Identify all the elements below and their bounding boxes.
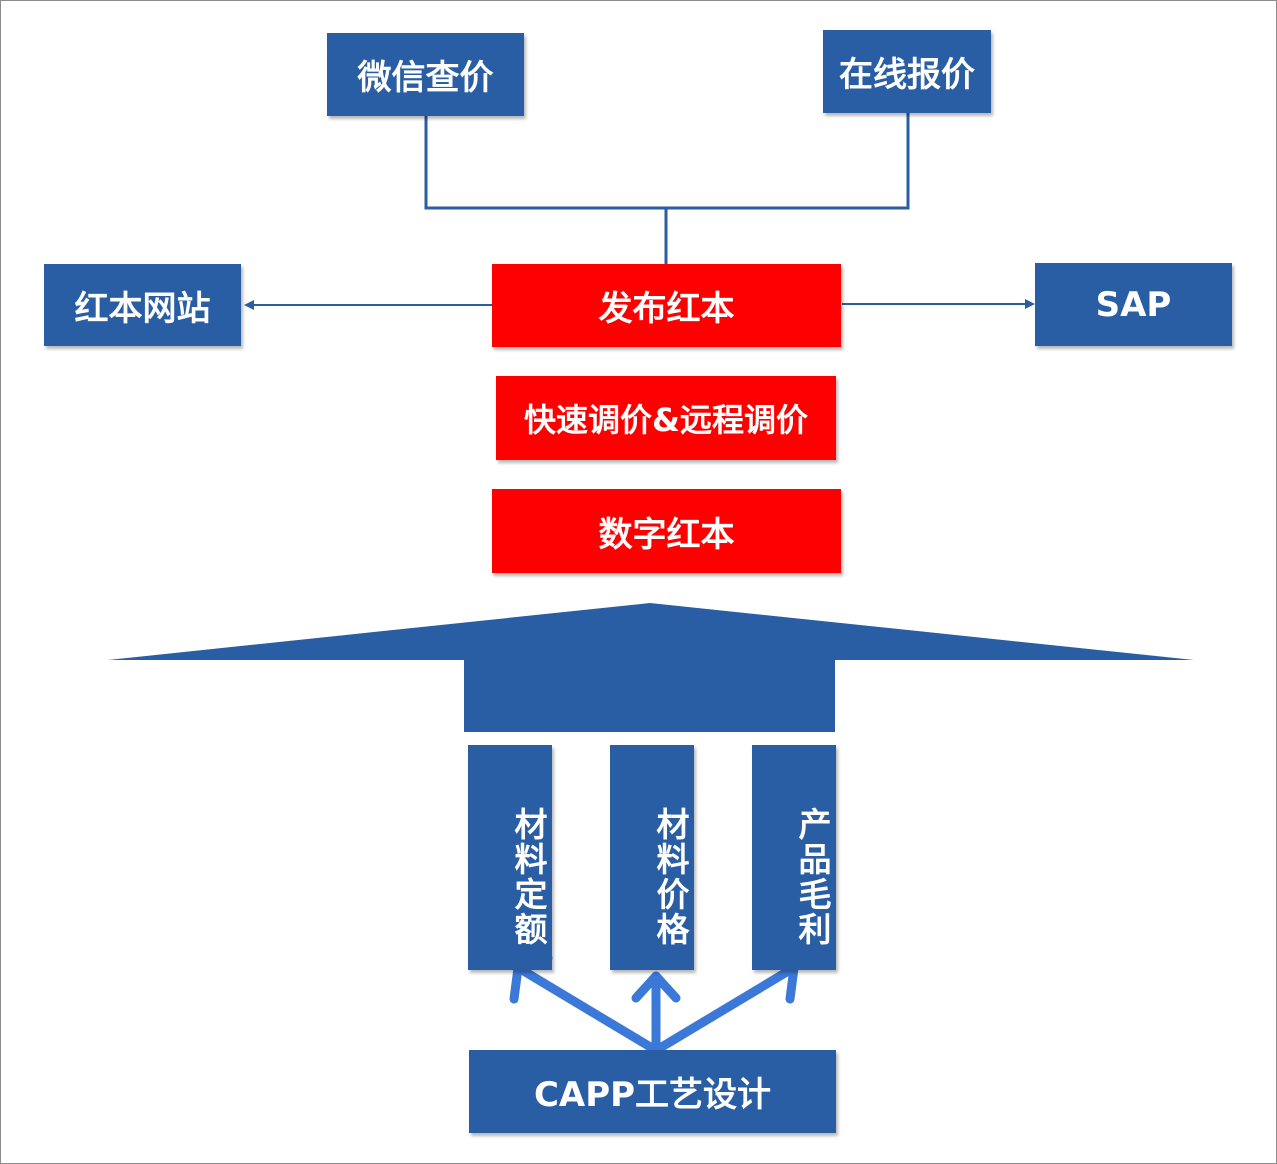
adjust-box: 快速调价&远程调价 (496, 376, 836, 460)
pillar-material-price: 材料价格 (610, 745, 694, 970)
big-up-arrow-body (464, 659, 835, 732)
connector-online (666, 113, 910, 210)
sap-box: SAP (1035, 263, 1232, 346)
digital-label: 数字红本 (598, 514, 735, 555)
digital-box: 数字红本 (492, 489, 841, 573)
publish-label: 发布红本 (598, 289, 735, 329)
pillar-label: 材料价格 (651, 806, 690, 947)
sap-label: SAP (1095, 284, 1172, 325)
capp-arrows (509, 953, 799, 1053)
connector-wechat (424, 116, 666, 210)
pillar-label: 产品毛利 (793, 806, 832, 947)
publish-box: 发布红本 (492, 264, 841, 347)
wechat-price-box: 微信查价 (327, 33, 524, 116)
capp-box: CAPP工艺设计 (469, 1050, 836, 1133)
pillar-label: 材料定额 (509, 806, 548, 947)
big-up-arrow-head (108, 603, 1194, 660)
adjust-label: 快速调价&远程调价 (524, 401, 808, 439)
online-quote-label: 在线报价 (839, 55, 975, 95)
website-label: 红本网站 (74, 288, 211, 329)
wechat-price-label: 微信查价 (357, 58, 494, 98)
online-quote-box: 在线报价 (823, 30, 991, 113)
capp-label: CAPP工艺设计 (533, 1075, 772, 1115)
pillar-product-margin: 产品毛利 (752, 745, 836, 970)
website-box: 红本网站 (44, 264, 241, 346)
pillar-material-quota: 材料定额 (468, 745, 552, 970)
